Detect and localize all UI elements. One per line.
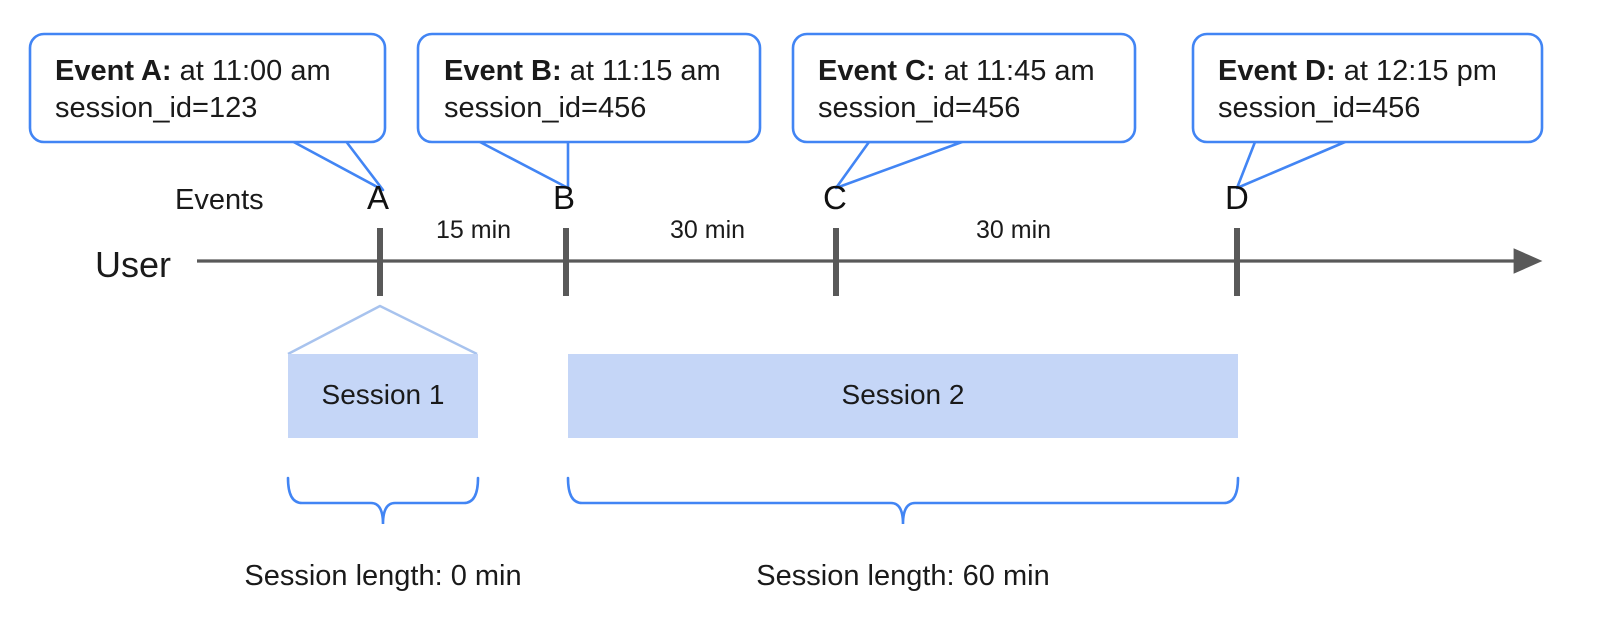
- callout-event-d-box: [1191, 32, 1544, 144]
- callout-event-d[interactable]: Event D: at 12:15 pm session_id=456: [1191, 32, 1544, 190]
- callout-event-a-line1: Event A: at 11:00 am: [55, 55, 331, 87]
- callout-event-a[interactable]: Event A: at 11:00 am session_id=123: [28, 32, 387, 192]
- session-2-bar-label: Session 2: [842, 379, 965, 410]
- interval-label-a-b: 15 min: [436, 216, 511, 244]
- session-1-bar-rect: [288, 354, 478, 438]
- event-marker-label-c: C: [823, 179, 847, 216]
- session-2-bar-rect: [568, 354, 1238, 438]
- callout-event-d-line2: session_id=456: [1218, 92, 1420, 124]
- callout-event-b-line1: Event B: at 11:15 am: [444, 55, 721, 87]
- callout-event-b-line2: session_id=456: [444, 92, 646, 124]
- interval-label-b-c: 30 min: [670, 216, 745, 244]
- callout-event-a-line2: session_id=123: [55, 92, 257, 124]
- event-marker-label-d: D: [1225, 179, 1249, 216]
- events-row-label: Events: [175, 184, 264, 216]
- callout-event-c-box: [791, 32, 1137, 144]
- callout-event-a-box: [28, 32, 387, 144]
- session-1-bar[interactable]: Session 1: [288, 354, 478, 438]
- callout-event-c-line2: session_id=456: [818, 92, 1020, 124]
- session-1-bar-label: Session 1: [322, 379, 445, 410]
- session-1-funnel-connector: [287, 304, 478, 356]
- callout-event-d-tail: [1235, 140, 1347, 190]
- user-axis-label: User: [95, 244, 171, 285]
- event-marker-label-b: B: [553, 179, 575, 216]
- callout-event-c[interactable]: Event C: at 11:45 am session_id=456: [791, 32, 1137, 190]
- callout-event-b[interactable]: Event B: at 11:15 am session_id=456: [416, 32, 762, 190]
- session-2-brace: [566, 476, 1240, 525]
- session-1-length-label: Session length: 0 min: [244, 560, 521, 592]
- event-marker-label-a: A: [367, 179, 389, 216]
- callout-event-b-box: [416, 32, 762, 144]
- session-2-bar[interactable]: Session 2: [568, 354, 1238, 438]
- session-2-length-label: Session length: 60 min: [756, 560, 1049, 592]
- callout-event-c-tail: [834, 140, 964, 190]
- callout-event-c-line1: Event C: at 11:45 am: [818, 55, 1095, 87]
- session-1-brace: [286, 476, 480, 525]
- interval-label-c-d: 30 min: [976, 216, 1051, 244]
- callout-event-d-line1: Event D: at 12:15 pm: [1218, 55, 1497, 87]
